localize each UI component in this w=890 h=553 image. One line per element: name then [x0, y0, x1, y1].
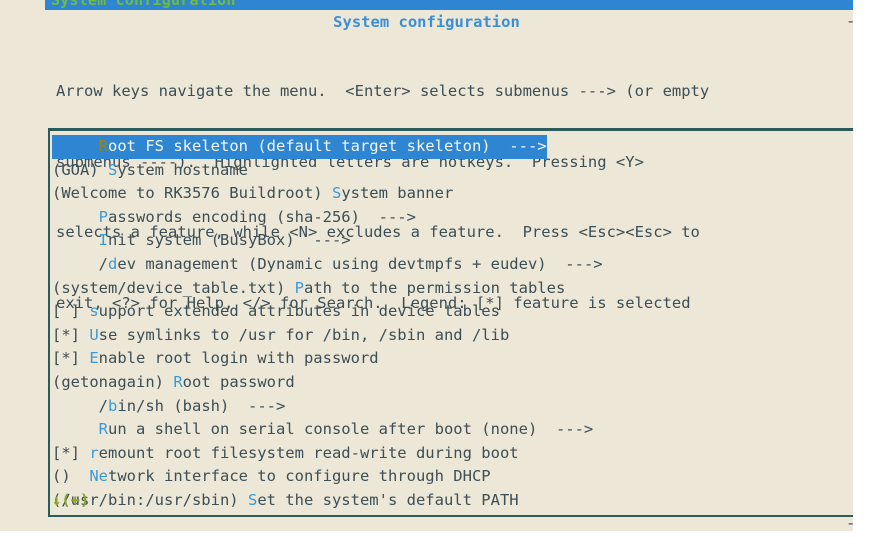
- help-line: exit, <?> for Help, </> for Search. Lege…: [56, 293, 691, 312]
- menu-item-prefix: (getonagain): [52, 372, 174, 391]
- page-title: System configuration: [333, 13, 520, 31]
- menu-item-hotkey: S: [247, 490, 258, 509]
- menu-item-prefix: [52, 231, 99, 249]
- menu-item[interactable]: (GOA) System hostname: [52, 159, 852, 183]
- menu-item-hotkey: d: [108, 254, 118, 273]
- screen-right-margin: [853, 0, 890, 553]
- menu-item-label: un a shell on serial console after boot …: [108, 420, 594, 439]
- menu-item-inner: /dev management (Dynamic using devtmpfs …: [52, 253, 603, 277]
- menu-item-label: emount root filesystem read-write during…: [98, 443, 519, 462]
- scroll-down-indicator[interactable]: ↓(+): [52, 491, 90, 509]
- menu-item-inner: Root FS skeleton (default target skeleto…: [52, 135, 547, 159]
- terminal-content-area: System configuration System configuratio…: [0, 0, 853, 531]
- menu-item-label: ath to the permission tables: [303, 278, 566, 297]
- help-line: submenus ----). Highlighted letters are …: [56, 152, 644, 171]
- menu-item[interactable]: [*] Use symlinks to /usr for /bin, /sbin…: [52, 324, 852, 348]
- window-title-text: System configuration: [51, 0, 236, 9]
- menu-item-prefix: [ ]: [52, 302, 90, 321]
- titlebar-left-gutter: [0, 0, 45, 10]
- menu-item[interactable]: [ ] support extended attributes in devic…: [52, 300, 852, 324]
- menu-item[interactable]: [*] Enable root login with password: [52, 347, 852, 371]
- menu-item-prefix: [*]: [52, 443, 90, 462]
- menu-item-inner: (/usr/bin:/usr/sbin) Set the system's de…: [52, 489, 519, 513]
- help-line: Arrow keys navigate the menu. <Enter> se…: [56, 82, 710, 100]
- menu-item-inner: /bin/sh (bash) --->: [52, 395, 286, 419]
- menu-item-inner: [ ] support extended attributes in devic…: [52, 300, 500, 324]
- menu-item-hotkey: R: [173, 372, 183, 391]
- menu-item-inner: (getonagain) Root password: [52, 371, 295, 395]
- right-edge-tick-bottom: -: [846, 515, 853, 531]
- menu-item-label: twork interface to configure through DHC…: [108, 467, 491, 486]
- menu-item-prefix: [52, 208, 99, 226]
- menu-item-inner: (Welcome to RK3576 Buildroot) System ban…: [52, 182, 453, 206]
- menu-item-inner: Init system (BusyBox) --->: [52, 229, 351, 253]
- menu-item-label: oot FS skeleton (default target skeleton…: [108, 137, 547, 155]
- menu-item-inner: (GOA) System hostname: [52, 159, 248, 183]
- menu-item-label: upport extended attributes in device tab…: [98, 302, 500, 321]
- menu-item[interactable]: Root FS skeleton (default target skeleto…: [52, 135, 852, 159]
- menu-item-prefix: [*]: [52, 349, 90, 368]
- menu-item-label: nit system (BusyBox) --->: [108, 231, 351, 250]
- menu-item-hotkey: R: [98, 420, 109, 439]
- menu-item-prefix: [52, 137, 99, 155]
- screen-bottom-strip: [0, 531, 853, 553]
- menu-item-inner: Passwords encoding (sha-256) --->: [52, 206, 416, 230]
- menu-item-label: ystem banner: [341, 184, 454, 203]
- menu-item-inner: [*] Enable root login with password: [52, 347, 379, 371]
- menu-item[interactable]: (system/device_table.txt) Path to the pe…: [52, 277, 852, 301]
- menu-item-inner: () Network interface to configure throug…: [52, 465, 491, 489]
- window-titlebar[interactable]: System configuration: [45, 0, 853, 10]
- menu-item-label: oot password: [182, 372, 295, 391]
- menu-item-hotkey: S: [331, 184, 342, 203]
- help-text: Arrow keys navigate the menu. <Enter> se…: [56, 33, 846, 362]
- menu-item[interactable]: Init system (BusyBox) --->: [52, 229, 852, 253]
- menu-item-before: /: [98, 254, 109, 273]
- menu-item-inner: [*] remount root filesystem read-write d…: [52, 442, 519, 466]
- menu-item-prefix: (GOA): [52, 160, 108, 179]
- menu-item-prefix: (Welcome to RK3576 Buildroot): [52, 184, 332, 203]
- menu-item-hotkey: s: [89, 302, 99, 321]
- help-line: selects a feature, while <N> excludes a …: [56, 223, 700, 241]
- menu-item-hotkey: U: [89, 325, 99, 344]
- menu-item-hotkey: P: [98, 207, 109, 226]
- menu-item[interactable]: /dev management (Dynamic using devtmpfs …: [52, 253, 852, 277]
- menu-item-hotkey: E: [89, 349, 99, 368]
- menu-list[interactable]: Root FS skeleton (default target skeleto…: [52, 135, 852, 513]
- menu-item-prefix: [52, 397, 99, 415]
- menu-item-prefix: (/usr/bin:/usr/sbin): [52, 490, 248, 509]
- menu-item-label: asswords encoding (sha-256) --->: [108, 207, 416, 226]
- menu-item-label: ystem hostname: [117, 160, 248, 179]
- menu-item-label: in/sh (bash) --->: [117, 396, 286, 415]
- menu-frame: [48, 129, 853, 517]
- menu-item-hotkey: S: [108, 160, 118, 179]
- menu-item-hotkey: b: [108, 396, 118, 415]
- menu-item-prefix: [52, 255, 99, 273]
- menu-item-prefix: (system/device_table.txt): [52, 278, 295, 297]
- menu-item-label: ev management (Dynamic using devtmpfs + …: [117, 254, 603, 273]
- menu-item-hotkey: P: [294, 278, 304, 297]
- menu-item-hotkey: I: [98, 231, 109, 250]
- menu-item-label: nable root login with password: [98, 349, 379, 368]
- menu-item-hotkey: R: [98, 137, 109, 155]
- menu-item-label: et the system's default PATH: [257, 490, 519, 509]
- menu-item[interactable]: Run a shell on serial console after boot…: [52, 418, 852, 442]
- menu-item[interactable]: () Network interface to configure throug…: [52, 465, 852, 489]
- right-edge-tick-top: -: [846, 13, 853, 30]
- menu-item[interactable]: (Welcome to RK3576 Buildroot) System ban…: [52, 182, 852, 206]
- menu-item[interactable]: (getonagain) Root password: [52, 371, 852, 395]
- menu-item-prefix: [52, 420, 99, 438]
- menu-item[interactable]: [*] remount root filesystem read-write d…: [52, 442, 852, 466]
- menu-item-prefix: [*]: [52, 325, 90, 344]
- menu-item-hotkey: r: [89, 443, 99, 462]
- menu-item[interactable]: (/usr/bin:/usr/sbin) Set the system's de…: [52, 489, 852, 513]
- menu-item-prefix: (): [52, 467, 90, 486]
- menu-item-inner: [*] Use symlinks to /usr for /bin, /sbin…: [52, 324, 509, 348]
- menu-item-inner: (system/device_table.txt) Path to the pe…: [52, 277, 565, 301]
- menu-item-label: se symlinks to /usr for /bin, /sbin and …: [98, 325, 510, 344]
- menu-item-hotkey: Ne: [89, 467, 108, 486]
- menu-item[interactable]: /bin/sh (bash) --->: [52, 395, 852, 419]
- menu-item[interactable]: Passwords encoding (sha-256) --->: [52, 206, 852, 230]
- menu-item-before: /: [98, 396, 109, 415]
- menu-item-inner: Run a shell on serial console after boot…: [52, 418, 594, 442]
